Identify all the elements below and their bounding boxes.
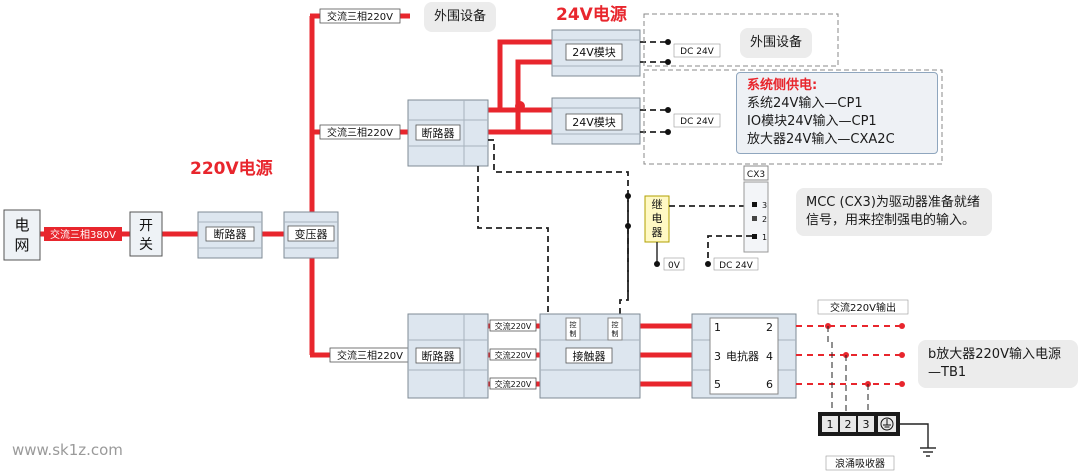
title-220v: 220V电源 (190, 159, 273, 179)
switch-box: 开 关 (129, 211, 163, 257)
dc24-outputs: DC 24V DC 24V (640, 39, 721, 135)
ac220-label-mid: 交流三相220V (327, 126, 393, 139)
surge-pin-1: 1 (827, 418, 834, 431)
peripheral-frame (643, 13, 839, 67)
ac380-label: 交流三相380V (50, 228, 116, 241)
dc24-label-top: DC 24V (680, 47, 715, 57)
cx3-pin-3: 3 (762, 201, 767, 210)
system-line-2: IO模块24V输入—CP1 (747, 114, 877, 129)
relay: 继 电 器 0V (625, 193, 744, 271)
ac220-output-label: 交流220V输出 (830, 301, 896, 314)
surge-pin-2: 2 (845, 418, 852, 431)
cx3-label: CX3 (747, 170, 765, 180)
switch-label-2: 关 (139, 237, 153, 253)
reactor-pin-2: 2 (766, 321, 773, 334)
surge-absorber-label: 浪涌吸收器 (835, 457, 885, 470)
grid-box: 电 网 (3, 209, 41, 261)
relay-label-3: 器 (652, 226, 663, 239)
relay-label-2: 电 (652, 212, 663, 225)
main-breaker-label: 断路器 (214, 227, 247, 241)
cx3-pin-1: 1 (762, 233, 767, 242)
module-24v-top-label: 24V模块 (572, 46, 616, 59)
ac220-label-bottom: 交流三相220V (337, 349, 403, 362)
ctrl-label-left-1: 控 (570, 320, 577, 329)
contactor: 控 制 控 制 接触器 (539, 313, 641, 399)
ac220-short-2: 交流220V (495, 350, 532, 360)
title-24v: 24V电源 (556, 5, 627, 25)
ac220-short-3: 交流220V (495, 379, 532, 389)
ctrl-label-left-2: 制 (570, 329, 577, 338)
system-line-1: 系统24V输入—CP1 (747, 96, 863, 111)
reactor: 1 2 3 电抗器 4 5 6 (691, 313, 797, 399)
system-frame (643, 69, 943, 165)
transformer-label: 变压器 (295, 227, 328, 241)
upper-breaker: 断路器 (407, 99, 489, 167)
mcc-callout: MCC (CX3)为驱动器准备就绪信号，用来控制强电的输入。 (796, 188, 992, 236)
ground-icon (880, 417, 894, 431)
amp-callout: b放大器220V输入电源—TB1 (918, 340, 1078, 388)
transformer: 变压器 (283, 211, 339, 259)
ctrl-label-right-1: 控 (612, 320, 619, 329)
module-24v-top: 24V模块 (551, 29, 641, 77)
watermark: www.sk1z.com (12, 441, 123, 459)
peripheral-callout-mid: 外围设备 (740, 28, 813, 58)
cx3-pin-2: 2 (762, 215, 767, 224)
surge-absorber: 1 2 3 浪涌吸收器 (818, 412, 936, 471)
upper-breaker-label: 断路器 (422, 126, 455, 140)
system-line-3: 放大器24V输入—CXA2C (747, 132, 895, 147)
ac220-label-top: 交流三相220V (327, 10, 393, 23)
reactor-pin-6: 6 (766, 378, 773, 391)
ac380-label-bg (44, 227, 122, 241)
relay-label-1: 继 (652, 198, 663, 211)
grid-label-1: 电 (14, 216, 29, 234)
ctrl-label-right-2: 制 (612, 329, 619, 338)
main-breaker: 断路器 (197, 211, 263, 259)
surge-pin-3: 3 (863, 418, 870, 431)
lower-breaker: 断路器 (407, 313, 489, 399)
module-24v-bottom: 24V模块 (551, 97, 641, 145)
system-supply-callout: 系统侧供电: 系统24V输入—CP1 IO模块24V输入—CP1 放大器24V输… (736, 72, 938, 154)
reactor-pin-5: 5 (714, 378, 721, 391)
peripheral-callout-top: 外围设备 (424, 2, 497, 32)
system-supply-title: 系统侧供电: (747, 78, 818, 93)
reactor-label: 电抗器 (726, 349, 759, 363)
dc24-label-bottom: DC 24V (680, 117, 715, 127)
reactor-pin-3: 3 (714, 350, 721, 363)
grid-label-2: 网 (14, 236, 29, 254)
lower-breaker-label: 断路器 (422, 349, 455, 363)
contactor-label: 接触器 (573, 349, 606, 363)
reactor-pin-1: 1 (714, 321, 721, 334)
reactor-pin-4: 4 (766, 350, 773, 363)
bus-junction-dot (515, 101, 525, 111)
dc24-label-cx3: DC 24V (719, 261, 754, 271)
zero-v-label: 0V (668, 261, 681, 271)
module-24v-bottom-label: 24V模块 (572, 116, 616, 129)
cx3-connector: CX3 3 2 1 DC 24V (705, 165, 769, 271)
ac220-short-1: 交流220V (495, 321, 532, 331)
switch-label-1: 开 (139, 218, 153, 234)
ac220-output-lines: 交流220V输出 (796, 299, 909, 414)
